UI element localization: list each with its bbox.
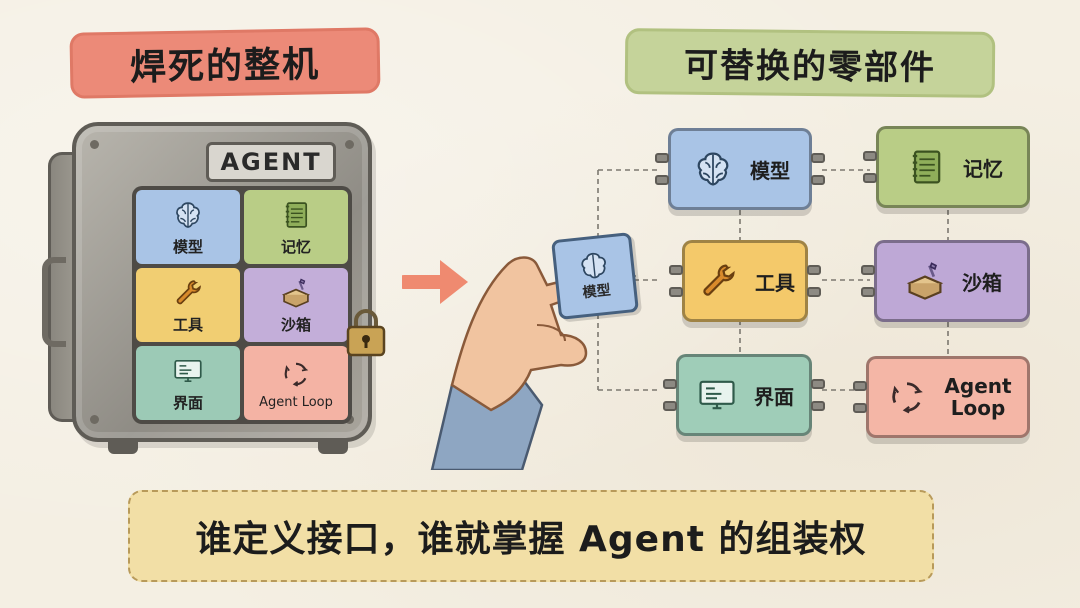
safe-cell-label: 工具 — [172, 315, 203, 334]
safe-cell-model: 模型 — [136, 190, 240, 264]
safe-cell-label: 沙箱 — [280, 315, 311, 334]
notebook-icon — [285, 201, 308, 228]
connector-pin — [853, 381, 867, 391]
connector-pin — [863, 173, 877, 183]
module-label-line: Agent — [944, 374, 1012, 398]
safe-foot — [318, 440, 348, 454]
loop-icon — [892, 382, 924, 414]
connector-pin — [811, 379, 825, 389]
safe-cell-ui: 界面 — [136, 346, 240, 420]
connector-pin — [811, 175, 825, 185]
loop-icon — [284, 362, 309, 387]
brain-icon — [581, 252, 606, 279]
bottom-message-banner: 谁定义接口，谁就掌握 Agent 的组装权 — [128, 490, 934, 582]
module-sandbox[interactable]: 沙箱 — [861, 240, 1030, 322]
connector-pin — [655, 175, 669, 185]
wrench-icon — [703, 264, 735, 296]
module-ui[interactable]: 界面 — [663, 354, 825, 436]
connector-pin — [811, 153, 825, 163]
module-agent-loop[interactable]: Agent Loop — [853, 356, 1030, 438]
held-module-label: 模型 — [581, 282, 612, 302]
notebook-icon — [912, 150, 941, 184]
agent-nameplate: AGENT — [206, 142, 336, 182]
screen-icon — [174, 359, 202, 382]
component-grid: 模型 记忆 工具 沙箱 界面 Agent Loop — [132, 186, 352, 424]
module-label-line: Loop — [950, 396, 1006, 420]
connector-pin — [669, 287, 683, 297]
wrench-icon — [176, 279, 201, 304]
held-model-module[interactable]: 模型 — [551, 232, 639, 320]
connector-pin — [853, 403, 867, 413]
transition-arrow-icon — [402, 260, 468, 304]
safe-cell-agent-loop: Agent Loop — [244, 346, 348, 420]
sandbox-icon — [281, 278, 311, 308]
brain-icon — [176, 201, 200, 228]
module-model[interactable]: 模型 — [655, 128, 825, 210]
connector-pin — [669, 265, 683, 275]
rivet — [90, 415, 99, 424]
module-label: 工具 — [755, 270, 795, 295]
module-memory[interactable]: 记忆 — [863, 126, 1030, 208]
connector-pin — [807, 287, 821, 297]
connector-pin — [663, 379, 677, 389]
safe-cell-sandbox: 沙箱 — [244, 268, 348, 342]
safe-cell-tools: 工具 — [136, 268, 240, 342]
safe-handle-icon — [42, 257, 66, 347]
module-label: 模型 — [750, 158, 790, 183]
safe-cell-label: 模型 — [172, 237, 203, 256]
safe-cell-label: 界面 — [172, 393, 203, 412]
rivet — [345, 140, 354, 149]
connector-pin — [861, 265, 875, 275]
connector-pin — [663, 401, 677, 411]
screen-icon — [699, 380, 735, 410]
connector-pin — [807, 265, 821, 275]
brain-icon — [697, 152, 729, 186]
rivet — [90, 140, 99, 149]
safe-cell-memory: 记忆 — [244, 190, 348, 264]
connector-pin — [811, 401, 825, 411]
module-label: 沙箱 — [962, 270, 1002, 295]
sandbox-icon — [906, 262, 944, 300]
connector-pin — [863, 151, 877, 161]
connector-pin — [861, 287, 875, 297]
padlock-icon — [346, 309, 386, 357]
connector-pin — [655, 153, 669, 163]
module-label: 界面 — [754, 384, 794, 409]
safe-foot — [108, 440, 138, 454]
module-label: 记忆 — [963, 156, 1003, 181]
module-tools[interactable]: 工具 — [669, 240, 821, 322]
welded-safe: AGENT 模型 记忆 工具 沙箱 界面 Agent Loop — [42, 122, 386, 462]
safe-cell-label: Agent Loop — [259, 394, 333, 410]
safe-cell-label: 记忆 — [280, 237, 311, 256]
module-label-agent-loop: Agent Loop — [944, 375, 1011, 419]
